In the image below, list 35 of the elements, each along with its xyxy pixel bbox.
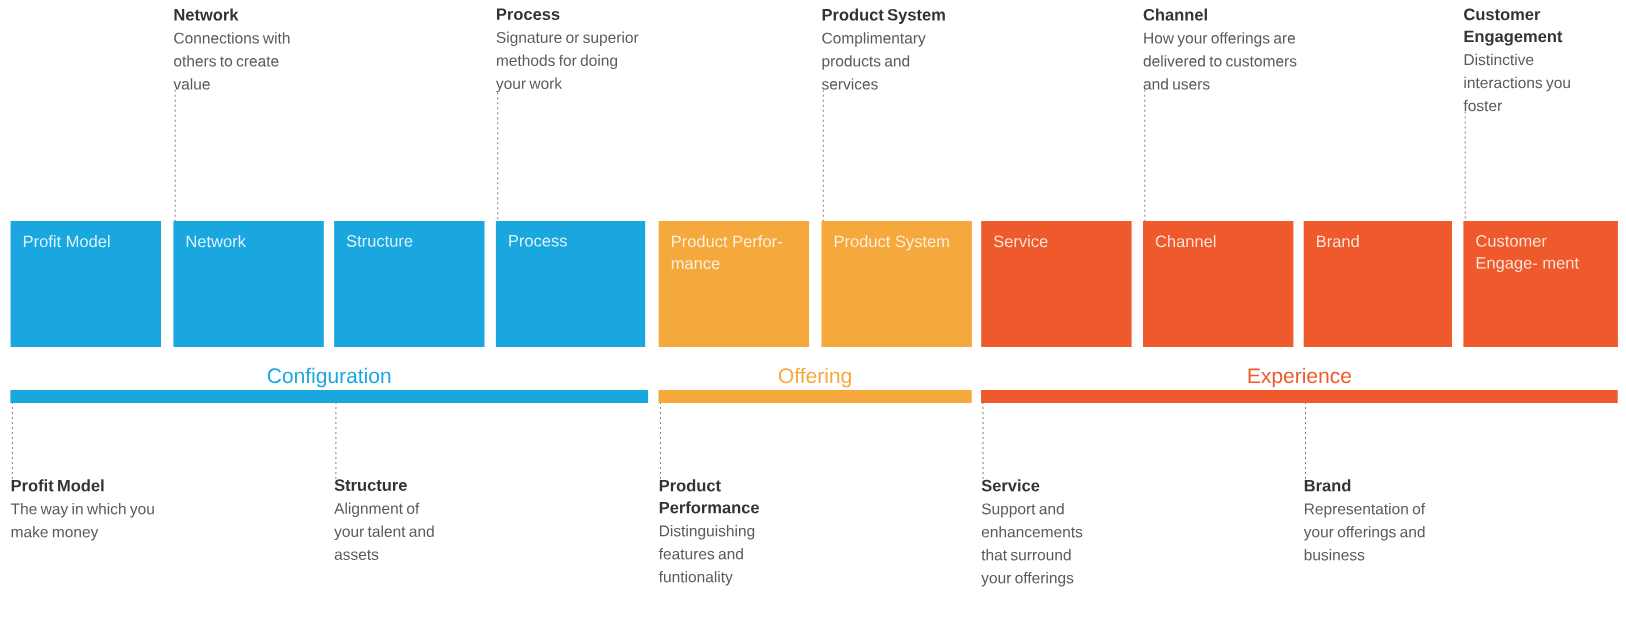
description-text: Profit Model The way in which you make money [10,479,154,541]
description-text: Brand Representation of your offerings and business [1303,479,1426,561]
description-text: Structure Alignment of your talent and assets [334,479,434,560]
leader-line [174,89,176,222]
node-label: Offering [778,367,851,388]
leader-line [497,91,499,222]
category-box: Customer Engage- ment [1463,221,1618,348]
node-label: Experience [1248,367,1351,388]
category-band: Offering [658,367,972,403]
description-text: Product Performance Distinguishing features and funtionality [658,479,759,586]
leader-line [660,402,661,480]
category-box: Product Perfor- mance [658,221,810,348]
category-box: Profit Model [10,221,161,348]
category-box: Network [173,221,324,348]
node-label: Configuration [267,367,391,388]
description-text: Channel How your offerings are delivered to customers and users [1143,8,1297,90]
category-band: Configuration [10,367,649,403]
category-box: Brand [1303,221,1452,348]
leader-line [1144,89,1146,222]
category-box: Product System [821,221,972,348]
description-text: Customer Engagement Distinctive interactions you foster [1463,8,1570,112]
description-text: Service Support and enhancements that surround your offerings [981,479,1083,587]
leader-line [335,402,337,480]
category-box: Channel [1143,221,1294,348]
category-band: Experience [981,367,1618,403]
category-box: Process [495,221,646,348]
description-text: Network Connections with others to create value [173,8,290,90]
description-text: Process Signature or superior methods for doing your work [495,8,639,93]
description-text: Product System Complimentary products and services [821,8,945,90]
leader-line [982,402,984,480]
leader-line [822,89,824,222]
category-box: Structure [334,221,485,348]
leader-line [1305,402,1306,480]
leader-line [11,402,13,480]
category-box: Service [981,221,1132,348]
